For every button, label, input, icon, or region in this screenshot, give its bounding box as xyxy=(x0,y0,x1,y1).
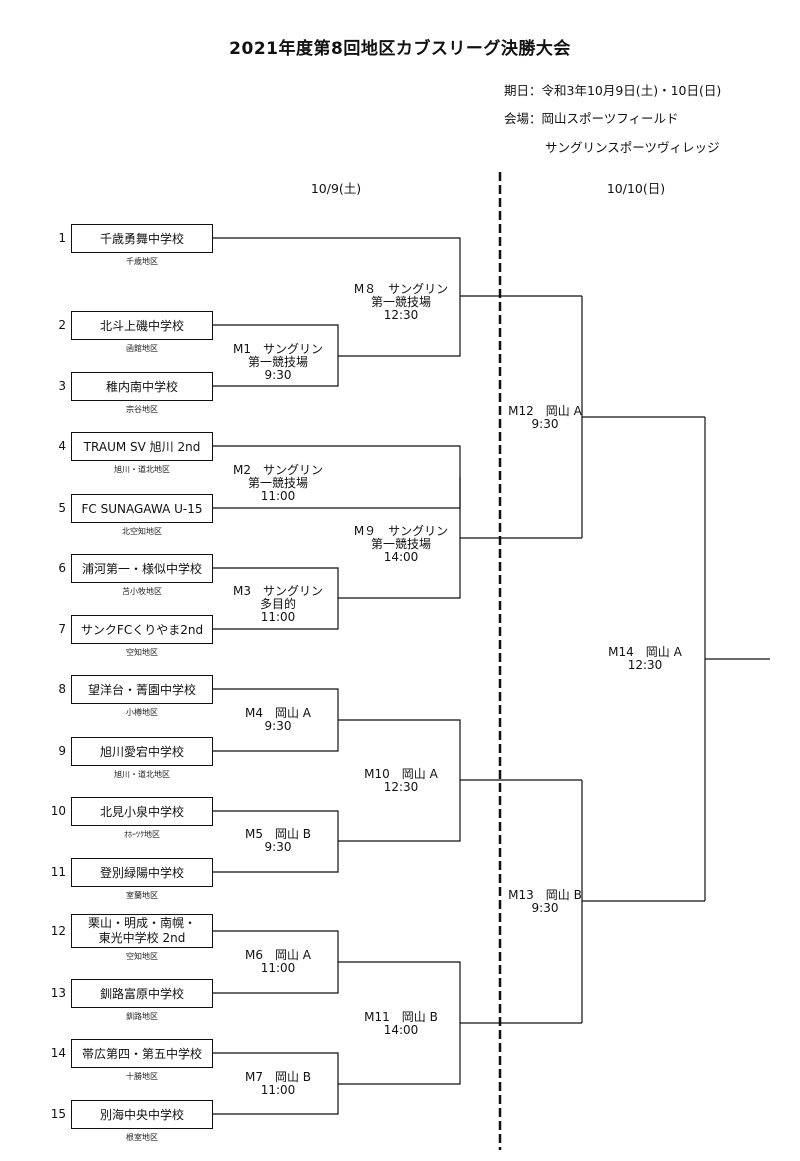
team-region: 千歳地区 xyxy=(126,257,158,266)
seed-number: 13 xyxy=(50,986,66,1000)
team-box: 千歳勇舞中学校 xyxy=(71,224,213,253)
seed-number: 2 xyxy=(58,318,66,332)
team-region: 旭川・道北地区 xyxy=(114,770,170,779)
seed-number: 11 xyxy=(50,865,66,879)
team-name-line2: 東光中学校 2nd xyxy=(98,931,186,945)
team-region: 小樽地区 xyxy=(126,708,158,717)
seed-number: 12 xyxy=(50,924,66,938)
day2-label: 10/10(日) xyxy=(606,181,666,196)
m9-bracket xyxy=(338,477,461,599)
team-region: 空知地区 xyxy=(126,648,158,657)
seed-number: 8 xyxy=(58,682,66,696)
seed-number: 5 xyxy=(58,501,66,515)
team-region: 釧路地区 xyxy=(126,1012,158,1021)
seed-number: 14 xyxy=(50,1046,66,1060)
seed-number: 15 xyxy=(50,1107,66,1121)
seed-number: 3 xyxy=(58,379,66,393)
team-box: 望洋台・菁園中学校 xyxy=(71,675,213,704)
team-box: 稚内南中学校 xyxy=(71,372,213,401)
team-region: 北空知地区 xyxy=(122,527,162,536)
seed-number: 6 xyxy=(58,561,66,575)
team-box: 旭川愛宕中学校 xyxy=(71,737,213,766)
seed-number: 7 xyxy=(58,622,66,636)
team-region: 宗谷地区 xyxy=(126,405,158,414)
page-title: 2021年度第8回地区カブスリーグ決勝大会 xyxy=(229,39,571,59)
team-box: 釧路富原中学校 xyxy=(71,979,213,1008)
team-box: 北斗上磯中学校 xyxy=(71,311,213,340)
team-name-line1: 栗山・明成・南幌・ xyxy=(87,916,196,930)
team-region: 十勝地区 xyxy=(126,1072,158,1081)
team-region: ｵﾎｰﾂｸ地区 xyxy=(124,830,160,839)
team-box: サンクFCくりやま2nd xyxy=(71,615,213,644)
team-box: 別海中央中学校 xyxy=(71,1100,213,1129)
team-region: 旭川・道北地区 xyxy=(114,465,170,474)
seed-number: 9 xyxy=(58,744,66,758)
team-region: 根室地区 xyxy=(126,1133,158,1142)
team-box: 帯広第四・第五中学校 xyxy=(71,1039,213,1068)
event-venue: 会場：岡山スポーツフィールド xyxy=(504,111,679,126)
team-region: 函館地区 xyxy=(126,344,158,353)
seed-number: 1 xyxy=(58,231,66,245)
team-region: 空知地区 xyxy=(126,952,158,961)
event-date: 期日：令和3年10月9日(土)・10日(日) xyxy=(504,83,722,98)
m8-bracket xyxy=(213,237,461,357)
day1-label: 10/9(土) xyxy=(310,181,362,196)
team-box: 北見小泉中学校 xyxy=(71,797,213,826)
team-region: 苫小牧地区 xyxy=(122,587,162,596)
seed-number: 4 xyxy=(58,439,66,453)
team-box: TRAUM SV 旭川 2nd xyxy=(71,432,213,461)
team-box: FC SUNAGAWA U-15 xyxy=(71,494,213,523)
team-region: 室蘭地区 xyxy=(126,891,158,900)
seed-number: 10 xyxy=(50,804,66,818)
team-box: 浦河第一・様似中学校 xyxy=(71,554,213,583)
event-venue-sub: サングリンスポーツヴィレッジ xyxy=(545,140,720,155)
team-box: 登別緑陽中学校 xyxy=(71,858,213,887)
team-box: 栗山・明成・南幌・ 東光中学校 2nd xyxy=(71,914,213,948)
